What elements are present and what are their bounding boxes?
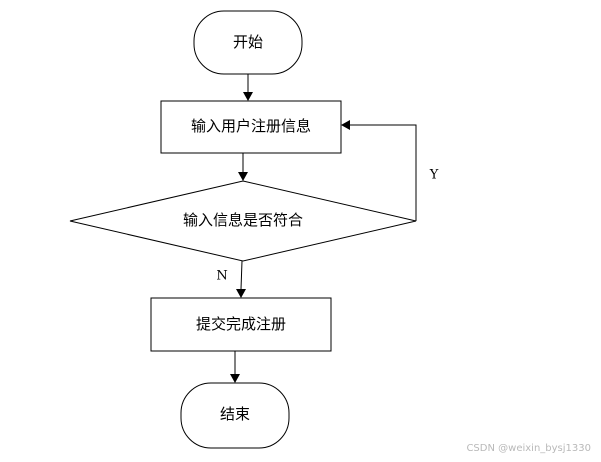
- input-node: 输入用户注册信息: [160, 100, 342, 154]
- edge-check-no-line: [240, 260, 243, 290]
- edge-check-no: N: [216, 260, 246, 298]
- watermark: CSDN @weixin_bysj1330: [466, 443, 591, 454]
- check-node: 输入信息是否符合: [69, 180, 417, 262]
- edge-start-to-input: [243, 74, 253, 101]
- edge-input-to-check: [238, 153, 248, 181]
- check-label: 输入信息是否符合: [183, 211, 303, 229]
- check-decision-shape: [69, 180, 417, 262]
- submit-process-shape: [150, 297, 332, 352]
- arrowhead-icon: [341, 120, 350, 130]
- arrowhead-icon: [230, 374, 240, 383]
- end-node: 结束: [180, 382, 290, 449]
- arrowhead-icon: [243, 92, 253, 101]
- end-label: 结束: [220, 405, 250, 423]
- end-terminal-shape: [180, 382, 290, 449]
- submit-node: 提交完成注册: [150, 297, 332, 352]
- arrowhead-icon: [238, 172, 248, 181]
- edge-check-yes-line: [350, 124, 417, 221]
- start-node: 开始: [193, 10, 303, 75]
- edge-submit-to-end: [230, 351, 240, 383]
- input-label: 输入用户注册信息: [191, 117, 311, 135]
- input-process-shape: [160, 100, 342, 154]
- submit-label: 提交完成注册: [196, 315, 286, 333]
- edge-no-label: N: [216, 269, 227, 284]
- start-label: 开始: [233, 33, 263, 51]
- edge-yes-label: Y: [429, 168, 439, 183]
- arrowhead-icon: [236, 289, 246, 298]
- edge-check-yes: Y: [341, 120, 439, 221]
